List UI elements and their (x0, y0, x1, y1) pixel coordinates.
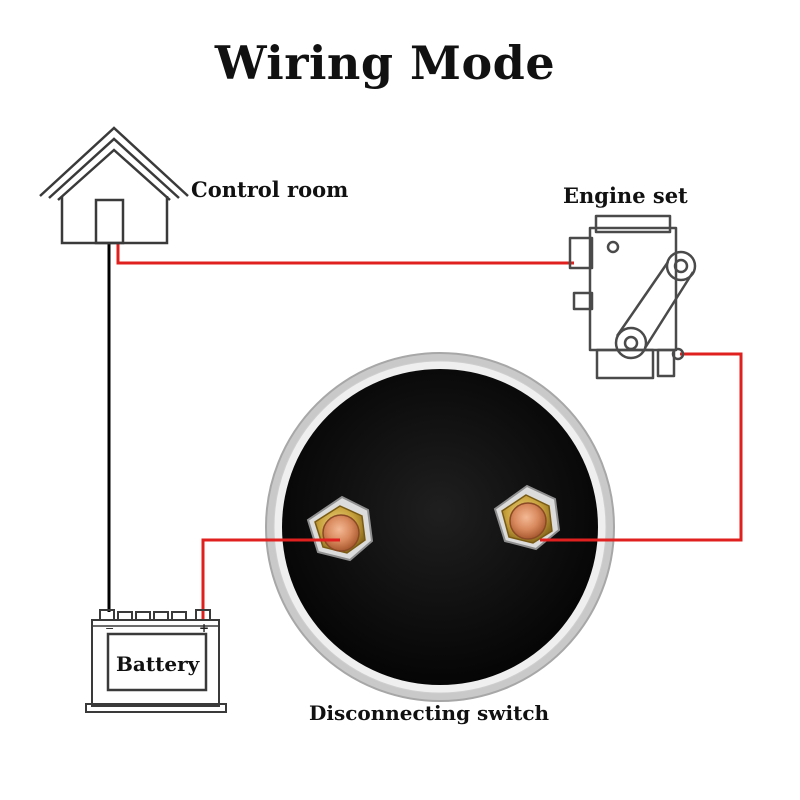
house-icon (39, 126, 189, 245)
wire-red-control-to-engine (116, 243, 574, 265)
engine-icon (568, 214, 697, 380)
switch-terminal-left (306, 495, 374, 562)
engine-set-label: Engine set (563, 183, 688, 208)
wire-red-switch-to-battery (201, 538, 340, 620)
battery-positive-terminal: + (199, 621, 209, 635)
battery-label: Battery (116, 652, 200, 676)
switch-terminal-right (493, 484, 561, 551)
wire-red-engine-to-switch (540, 352, 743, 542)
disconnecting-switch-icon (265, 352, 615, 702)
battery-negative-terminal: − (105, 622, 114, 635)
disconnecting-switch-label: Disconnecting switch (309, 701, 550, 725)
battery-icon (85, 609, 227, 713)
control-room-label: Control room (191, 177, 349, 202)
diagram-title: Wiring Mode (214, 36, 556, 90)
